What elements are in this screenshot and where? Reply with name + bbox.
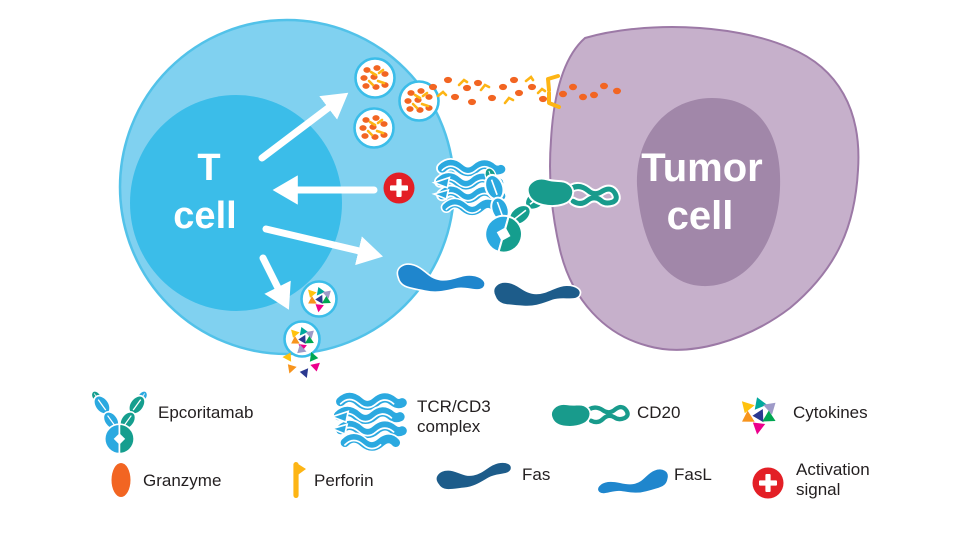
- legend-item-epcoritamab: Epcoritamab: [90, 389, 253, 453]
- cytokines-icon: [740, 395, 778, 435]
- legend-item-granzyme: Granzyme: [111, 463, 221, 497]
- tumor-cell-label-line2: cell: [667, 194, 734, 238]
- perforin-label: Perforin: [314, 471, 374, 490]
- activation-signal-legend-icon: [752, 467, 784, 499]
- legend-item-cytokines: Cytokines: [740, 395, 868, 435]
- legend-item-cd20: CD20: [551, 403, 680, 427]
- tcr-cd3-label: TCR/CD3: [417, 397, 491, 416]
- cytokine-vesicle: [302, 282, 337, 317]
- fas-label: Fas: [522, 465, 550, 484]
- legend: Epcoritamab TCR/CD3 complex CD20 Cytokin…: [90, 389, 870, 506]
- t-cell-label-line1: T: [197, 147, 220, 189]
- granzyme-label: Granzyme: [143, 471, 221, 490]
- arrow-fas-engagement: [262, 225, 383, 266]
- t-cell-nucleus: [130, 95, 342, 311]
- granzyme-in-tumor: [559, 82, 621, 101]
- tumor-cell-nucleus: [636, 98, 781, 287]
- fasl-label: FasL: [674, 465, 712, 484]
- granzyme-vesicle: [355, 109, 394, 148]
- tcr-cd3-label2: complex: [417, 417, 481, 436]
- granzyme-icon: [111, 463, 131, 497]
- arrow-granzyme-release: [258, 92, 349, 162]
- granzyme-perforin-stream: [429, 74, 621, 109]
- arrow-cytokine-release: [259, 254, 291, 310]
- legend-item-fasl: FasL: [595, 464, 712, 506]
- granzyme-vesicle: [356, 59, 395, 98]
- activation-signal-icon: [383, 172, 415, 204]
- activation-signal-label2: signal: [796, 480, 840, 499]
- cd20-label: CD20: [637, 403, 680, 422]
- tcr-cd3-icon: [332, 397, 402, 448]
- fas-icon: [434, 460, 514, 492]
- activation-signal-label: Activation: [796, 460, 870, 479]
- cd20-icon: [551, 404, 627, 427]
- epcoritamab-label: Epcoritamab: [158, 403, 253, 422]
- legend-item-tcr-cd3: TCR/CD3 complex: [332, 397, 491, 449]
- fasl-icon: [595, 464, 672, 506]
- tumor-cell-label-line1: Tumor: [641, 146, 762, 190]
- legend-item-activation-signal: Activation signal: [752, 460, 870, 499]
- cytokines-label: Cytokines: [793, 403, 868, 422]
- fas-molecule: [491, 277, 582, 313]
- perforin-pore: [546, 74, 561, 109]
- arrows: [258, 92, 383, 310]
- legend-item-fas: Fas: [434, 460, 550, 492]
- t-cell-label-line2: cell: [173, 195, 236, 237]
- legend-item-perforin: Perforin: [293, 462, 374, 498]
- epcoritamab-icon: [90, 389, 150, 453]
- perforin-icon: [293, 462, 306, 498]
- tumor-cell: Tumor cell: [549, 26, 860, 351]
